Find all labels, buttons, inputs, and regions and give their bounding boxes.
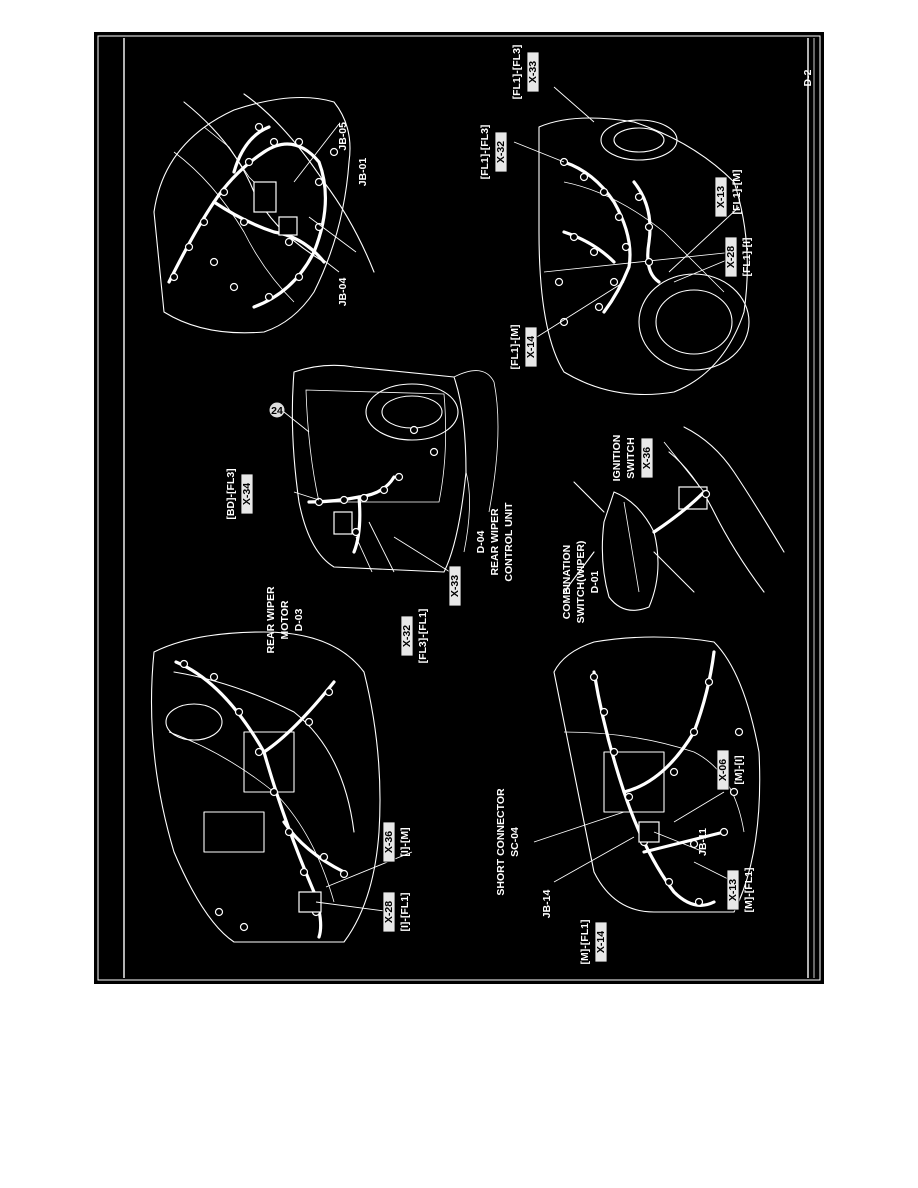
fl1-m-label-a: [FL1]-[M]	[731, 170, 743, 215]
x-33-tag-a-box	[526, 51, 540, 93]
outer-frame	[97, 35, 821, 981]
rear-wiper-motor-line1: REAR WIPER	[265, 586, 277, 654]
x-32-tag-a: X-32	[495, 141, 507, 163]
i-fl1-label: [I]-[FL1]	[399, 892, 411, 931]
fl1-i-label: [FL1]-[I]	[741, 237, 753, 276]
x-32-tag-a-box	[494, 131, 508, 173]
x-28-tag-b: X-28	[383, 901, 395, 923]
jb-11-label: JB-11	[697, 828, 709, 856]
fl1-m-label-b: [FL1]-[M]	[509, 325, 521, 370]
jb-05-label: JB-05	[337, 122, 349, 151]
x-13-tag-a: X-13	[715, 186, 727, 208]
m-fl1-label-a: [M]-[FL1]	[579, 920, 591, 965]
x-14-tag-b-box	[594, 921, 608, 963]
d-04-line2: REAR WIPER	[489, 508, 501, 576]
m-i-label: [M]-[I]	[733, 755, 745, 784]
x-32-tag-b-box	[400, 615, 414, 657]
x-28-tag-a-box	[724, 236, 738, 278]
x-28-tag-a: X-28	[725, 246, 737, 268]
x-06-tag: X-06	[717, 759, 729, 781]
bd-fl3-label: [BD]-[FL3]	[225, 468, 237, 519]
engine-compartment-view: JB-05 JB-01 JB-04	[153, 93, 375, 334]
d-04-line3: CONTROL UNIT	[503, 502, 515, 582]
x-34-tag: X-34	[241, 483, 253, 505]
steering-column-view: COMBINATION SWITCH(WIPER) D-01 IGNITION …	[561, 426, 785, 624]
jb-04-label: JB-04	[337, 278, 349, 307]
x-06-tag-box	[716, 749, 730, 791]
x-36-tag-b-box	[382, 821, 396, 863]
x-33-tag-b-box	[448, 565, 462, 607]
d-04-code: D-04	[475, 530, 487, 553]
fl1-fl3-label-a: [FL1]-[FL3]	[511, 45, 523, 100]
x-33-tag-a: X-33	[527, 61, 539, 83]
jb-14-label: JB-14	[541, 890, 553, 919]
x-13-tag-b: X-13	[727, 879, 739, 901]
front-body-view: X-33 [FL1]-[FL3] X-32 [FL1]-[FL3] X-13 […	[479, 45, 753, 396]
dashboard-view: X-28 [I]-[FL1] X-36 [I]-[M]	[150, 631, 413, 943]
x-13-tag-a-box	[714, 176, 728, 218]
x-14-tag-a: X-14	[525, 336, 537, 358]
x-33-tag-b: X-33	[449, 575, 461, 597]
jb-01-label: JB-01	[357, 158, 369, 187]
x-28-tag-b-box	[382, 891, 396, 933]
instrument-panel-view: SHORT CONNECTOR SC-04 JB-14 JB-11 X-06 […	[495, 636, 761, 965]
x-14-tag-a-box	[524, 326, 538, 368]
ignition-switch-line2: SWITCH	[625, 437, 637, 478]
rear-wiper-motor-line3: D-03	[293, 608, 305, 631]
harness-diagram: D-2 JB-05 JB-01 JB-04	[97, 35, 821, 981]
combination-switch-line3: D-01	[589, 570, 601, 593]
m-fl1-label-b: [M]-[FL1]	[743, 868, 755, 913]
combination-switch-line1: COMBINATION	[561, 545, 573, 619]
x-32-tag-b: X-32	[401, 625, 413, 647]
page-id: D-2	[802, 69, 814, 86]
ignition-switch-line1: IGNITION	[611, 435, 623, 482]
x-36-tag-a-box	[640, 437, 654, 479]
svg-text:D-2: D-2	[802, 69, 814, 86]
fl3-fl1-label: [FL3]-[FL1]	[417, 609, 429, 664]
x-14-tag-b: X-14	[595, 931, 607, 953]
fl1-fl3-label-b: [FL1]-[FL3]	[479, 125, 491, 180]
x-13-tag-b-box	[726, 869, 740, 911]
x-36-tag-a: X-36	[641, 447, 653, 469]
x-34-tag-box	[240, 473, 254, 515]
wiring-harness-sheet: D-2 JB-05 JB-01 JB-04	[94, 32, 824, 984]
short-connector-line1: SHORT CONNECTOR	[495, 788, 507, 896]
rear-tailgate-view: 24 [BD]-[FL3] X-34 REAR WIPER MOTOR D-03…	[225, 364, 515, 664]
rear-wiper-motor-line2: MOTOR	[279, 600, 291, 639]
combination-switch-line2: SWITCH(WIPER)	[575, 541, 587, 624]
i-m-label: [I]-[M]	[399, 827, 411, 856]
callout-24: 24	[271, 405, 283, 417]
x-36-tag-b: X-36	[383, 831, 395, 853]
short-connector-line2: SC-04	[509, 827, 521, 857]
